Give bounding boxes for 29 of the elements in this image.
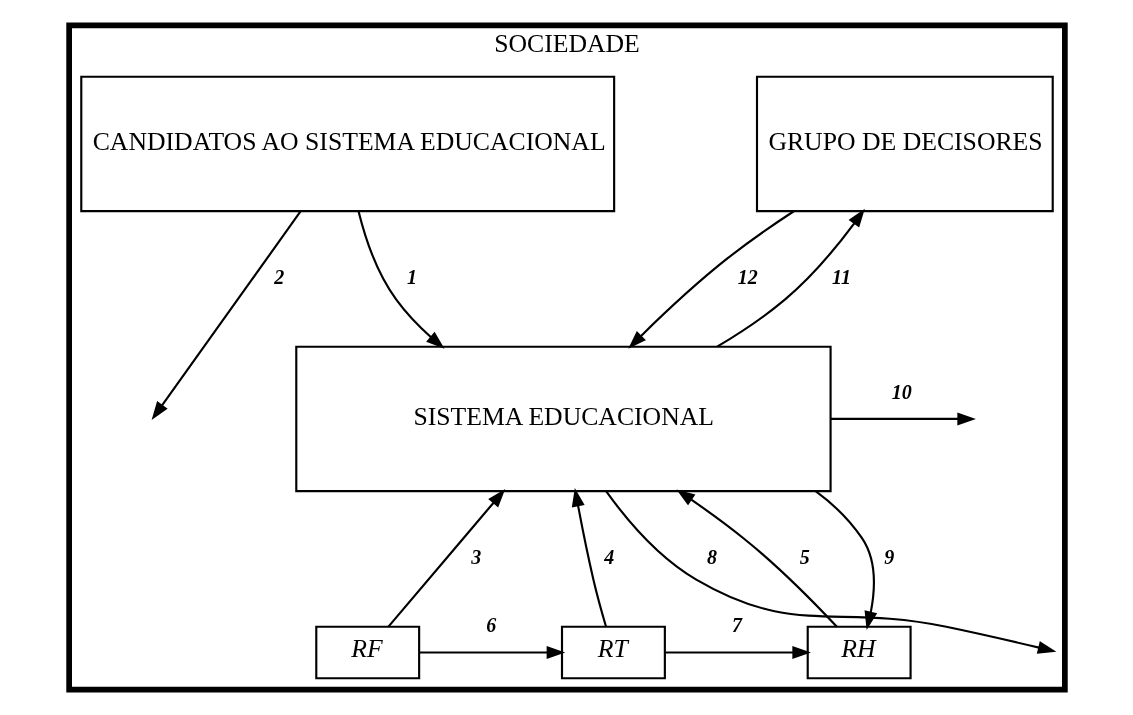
arrow: [716, 208, 865, 348]
edge-label: 12: [737, 265, 758, 288]
edge-label: 6: [485, 614, 496, 637]
arrow: [675, 489, 838, 628]
arrow: [604, 490, 1056, 654]
edge-label: 9: [883, 545, 894, 568]
arrow: [387, 489, 505, 628]
arrow: [418, 646, 565, 659]
edge-label: 10: [891, 380, 912, 403]
edge-label: 7: [731, 614, 742, 637]
edge-label: 3: [470, 545, 481, 568]
arrow: [664, 646, 811, 659]
edge-label: 4: [603, 545, 614, 568]
arrow: [151, 210, 302, 421]
node-box: RF: [314, 625, 420, 680]
edge-label: 1: [406, 265, 417, 288]
edge-label: 11: [831, 265, 851, 288]
arrow: [357, 210, 444, 349]
edge-label: 2: [273, 265, 284, 288]
arrow: [830, 412, 976, 426]
node-box: SISTEMA EDUCACIONAL: [294, 345, 832, 493]
node-box: CANDIDATOS AO SISTEMA EDUCACIONAL: [79, 75, 615, 213]
arrow: [627, 210, 794, 349]
node-box: GRUPO DE DECISORES: [755, 75, 1054, 213]
edge-label: 8: [706, 545, 717, 568]
edge-label: 5: [799, 545, 810, 568]
node-box: RT: [560, 625, 666, 680]
arrow: [571, 488, 607, 628]
node-box: RH: [806, 625, 912, 680]
